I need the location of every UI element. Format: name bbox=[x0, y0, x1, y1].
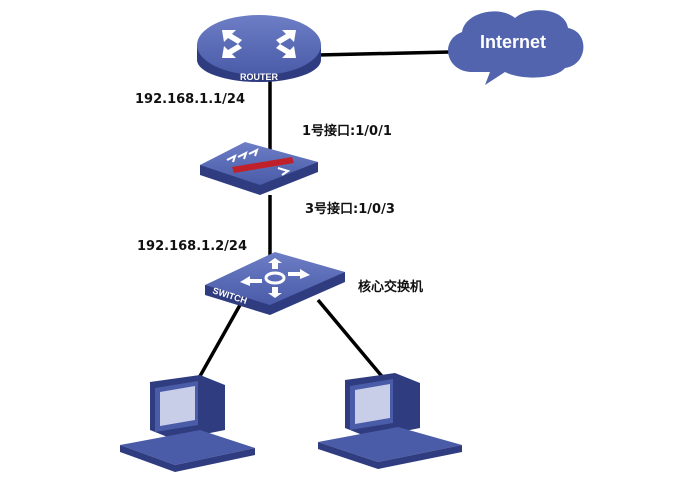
firewall-port1-label: 1号接口:1/0/1 bbox=[302, 124, 392, 139]
link-switch-pc2 bbox=[316, 298, 387, 382]
switch-ip-label: 192.168.1.2/24 bbox=[137, 239, 248, 254]
router-label: ROUTER bbox=[240, 72, 279, 82]
internet-cloud-icon[interactable]: Internet bbox=[448, 10, 584, 85]
firewall-icon[interactable] bbox=[200, 142, 318, 195]
router-ip-label: 192.168.1.1/24 bbox=[135, 92, 246, 107]
switch-name-label: 核心交换机 bbox=[358, 280, 424, 295]
pc-2-icon[interactable] bbox=[318, 373, 462, 469]
internet-label: Internet bbox=[480, 32, 546, 52]
link-router-internet bbox=[317, 50, 451, 57]
firewall-port3-label: 3号接口:1/0/3 bbox=[305, 202, 395, 217]
core-switch-icon[interactable]: SWITCH bbox=[205, 252, 345, 315]
pc-1-icon[interactable] bbox=[120, 375, 255, 472]
links bbox=[193, 50, 451, 386]
router-icon[interactable]: ROUTER bbox=[197, 15, 321, 82]
link-switch-pc1 bbox=[193, 304, 242, 386]
